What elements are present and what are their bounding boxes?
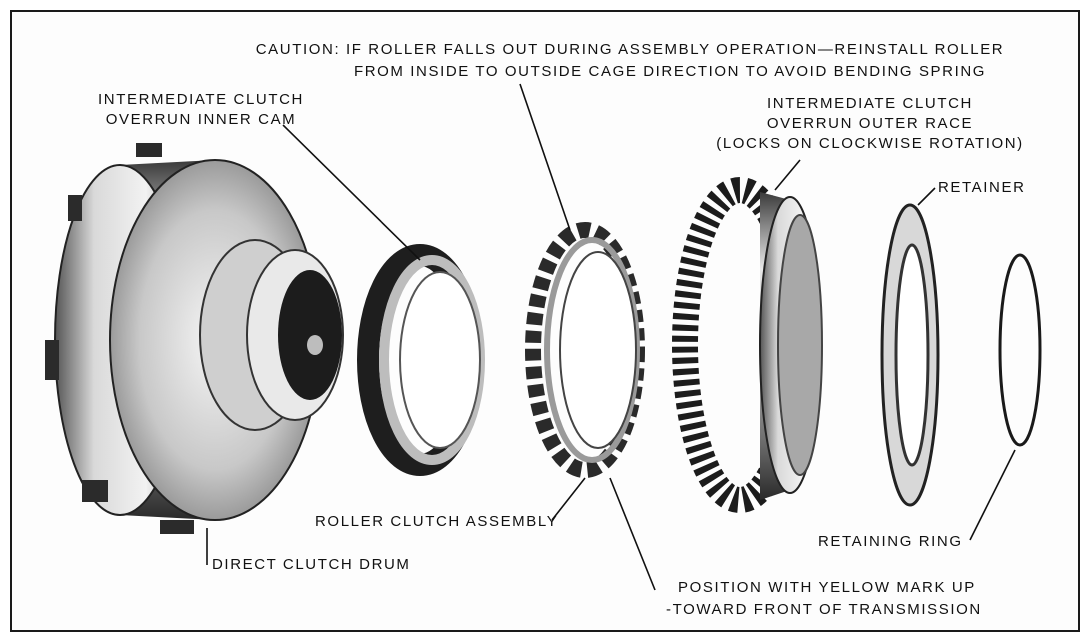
leader-outer-race: [774, 159, 801, 191]
direct-clutch-drum-part: [45, 143, 344, 534]
direct-clutch-drum-label: DIRECT CLUTCH DRUM: [212, 556, 411, 573]
leader-retainer: [917, 187, 936, 206]
retainer-label: RETAINER: [938, 179, 1026, 196]
outer-race-label-line-3: (LOCKS ON CLOCKWISE ROTATION): [716, 135, 1024, 152]
inner-cam-part: [357, 244, 485, 476]
leader-lines: [206, 83, 1016, 591]
outer-race-part: [672, 177, 823, 513]
leader-roller-clutch: [551, 477, 586, 521]
inner-cam-label-line-2: OVERRUN INNER CAM: [105, 111, 297, 128]
outer-race-label-line-2: OVERRUN OUTER RACE: [766, 115, 974, 132]
inner-cam-label-line-1: INTERMEDIATE CLUTCH: [98, 91, 304, 108]
retaining-ring-part: [998, 253, 1042, 447]
roller-clutch-label: ROLLER CLUTCH ASSEMBLY: [315, 513, 559, 530]
leader-retaining-ring: [969, 449, 1016, 541]
position-note-line-2: -TOWARD FRONT OF TRANSMISSION: [666, 601, 982, 618]
roller-clutch-part: [525, 222, 645, 478]
leader-position: [609, 477, 656, 591]
retainer-part: [880, 203, 940, 507]
retaining-ring-label: RETAINING RING: [818, 533, 963, 550]
outer-race-label-line-1: INTERMEDIATE CLUTCH: [767, 95, 973, 112]
caution-line-1: CAUTION: IF ROLLER FALLS OUT DURING ASSE…: [255, 41, 1005, 58]
position-note-line-1: POSITION WITH YELLOW MARK UP: [678, 579, 976, 596]
leader-inner-cam: [282, 124, 421, 261]
caution-line-2: FROM INSIDE TO OUTSIDE CAGE DIRECTION TO…: [353, 63, 987, 80]
leader-caution: [519, 83, 571, 231]
